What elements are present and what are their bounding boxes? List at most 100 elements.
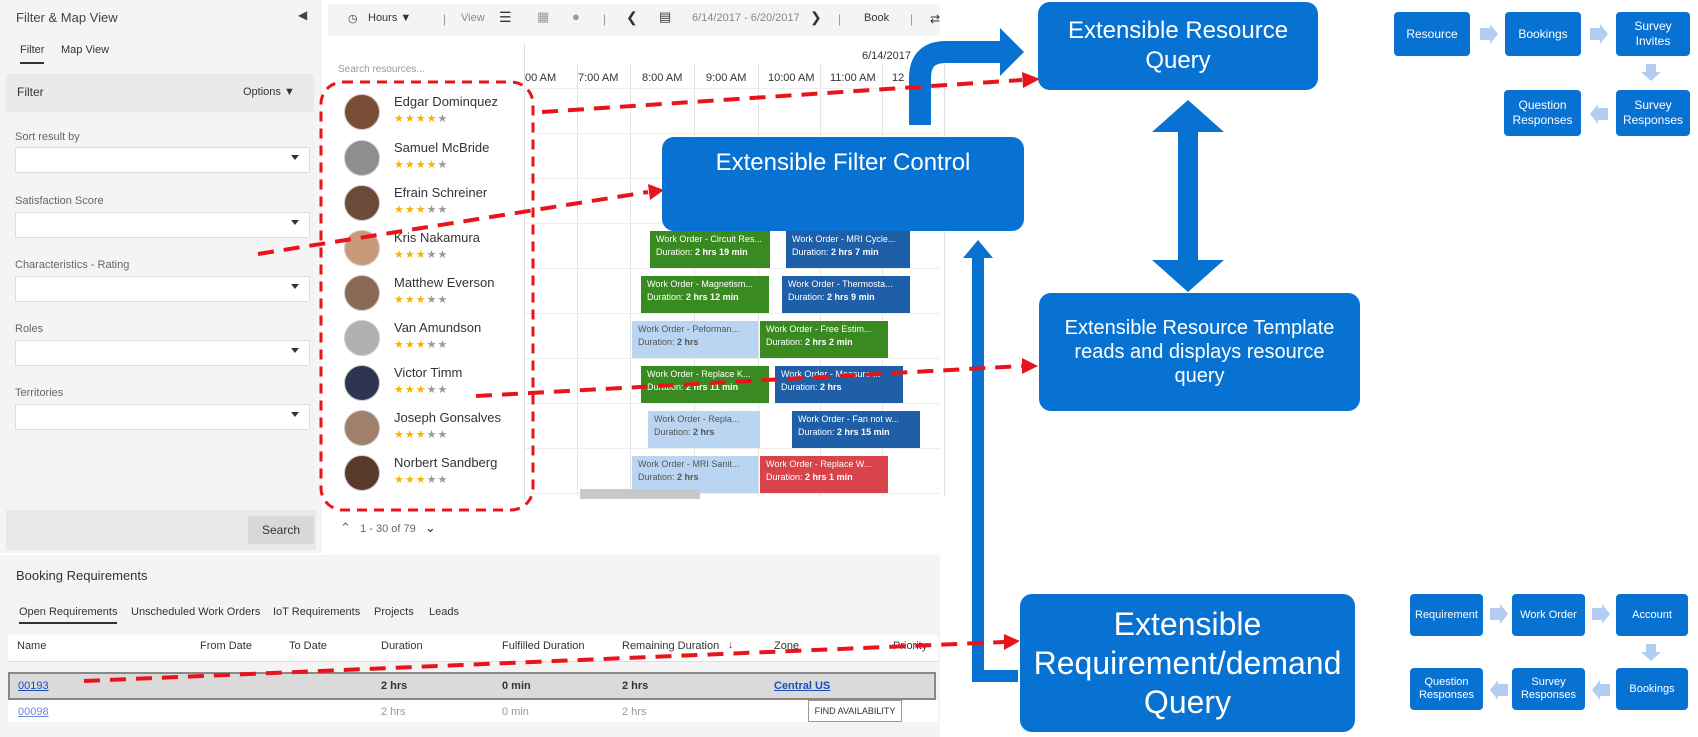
chevron-up-icon[interactable]: ⌃ bbox=[340, 520, 351, 535]
resource-search-input[interactable]: Search resources... bbox=[338, 64, 425, 75]
sort-select[interactable] bbox=[15, 147, 310, 173]
column-header[interactable]: From Date bbox=[200, 640, 252, 652]
star-icon: ★ bbox=[437, 384, 449, 396]
resource-row[interactable]: Matthew Everson★★★★★ bbox=[340, 271, 522, 315]
column-header[interactable]: Fulfilled Duration bbox=[502, 640, 585, 652]
arrowhead-up bbox=[1152, 100, 1224, 132]
column-header[interactable]: Name bbox=[17, 640, 47, 652]
chevron-down-icon[interactable]: ⌄ bbox=[424, 520, 436, 535]
row-line bbox=[525, 403, 940, 404]
requirements-title: Booking Requirements bbox=[16, 568, 148, 583]
resource-row[interactable]: Efrain Schreiner★★★★★ bbox=[340, 181, 522, 225]
swap-icon[interactable]: ⇄ bbox=[930, 12, 941, 26]
toolbar-separator: | bbox=[910, 12, 914, 26]
resource-template-box: Extensible Resource Template reads and d… bbox=[1039, 293, 1360, 411]
star-icon: ★ bbox=[404, 384, 416, 396]
globe-icon[interactable]: ● bbox=[572, 9, 580, 24]
hours-dropdown[interactable]: Hours ▼ bbox=[368, 12, 412, 24]
booking-block[interactable]: Work Order - MRI Sanit...Duration: 2 hrs bbox=[632, 456, 758, 493]
duration-value: 2 hrs bbox=[820, 382, 842, 392]
tab-leads[interactable]: Leads bbox=[429, 606, 459, 618]
characteristics-select[interactable] bbox=[15, 276, 310, 302]
column-header[interactable]: Priority bbox=[893, 640, 928, 652]
requirement-name-link[interactable]: 00193 bbox=[18, 680, 49, 692]
star-icon: ★ bbox=[437, 113, 449, 125]
star-icon: ★ bbox=[404, 249, 416, 261]
booking-block[interactable]: Work Order - Measure ...Duration: 2 hrs bbox=[775, 366, 903, 403]
requirement-name-link[interactable]: 00098 bbox=[18, 706, 49, 718]
column-header[interactable]: Duration bbox=[381, 640, 423, 652]
duration-value: 2 hrs bbox=[677, 472, 699, 482]
table-row[interactable] bbox=[8, 700, 938, 722]
satisfaction-select[interactable] bbox=[15, 212, 310, 238]
book-button[interactable]: Book bbox=[864, 12, 890, 24]
resource-name: Edgar Dominquez bbox=[394, 94, 499, 109]
booking-block[interactable]: Work Order - Circuit Res...Duration: 2 h… bbox=[650, 231, 770, 268]
flow-arrows-bottom bbox=[1490, 604, 1661, 700]
list-view-icon[interactable]: ☰ bbox=[499, 9, 512, 25]
find-availability-button[interactable]: FIND AVAILABILITY bbox=[808, 700, 902, 722]
tab-unscheduled-work-orders[interactable]: Unscheduled Work Orders bbox=[131, 606, 261, 618]
booking-block[interactable]: Work Order - Repla...Duration: 2 hrs bbox=[648, 411, 760, 448]
duration-label: Duration: bbox=[798, 427, 835, 437]
booking-block[interactable]: Work Order - MRI Cycle...Duration: 2 hrs… bbox=[786, 231, 910, 268]
row-line bbox=[525, 493, 940, 494]
booking-title: Work Order - Thermosta... bbox=[788, 279, 893, 289]
resource-row[interactable]: Edgar Dominquez★★★★★ bbox=[340, 90, 522, 134]
chevron-right-icon[interactable]: ❯ bbox=[810, 9, 822, 25]
booking-block[interactable]: Work Order - Replace W...Duration: 2 hrs… bbox=[760, 456, 888, 493]
options-menu[interactable]: Options ▼ bbox=[243, 86, 295, 98]
calendar-icon[interactable]: ▤ bbox=[659, 9, 672, 24]
star-rating: ★★★★★ bbox=[394, 293, 448, 306]
search-button[interactable]: Search bbox=[248, 516, 314, 544]
column-header[interactable]: Remaining Duration bbox=[622, 640, 720, 652]
resource-row[interactable]: Norbert Sandberg★★★★★ bbox=[340, 451, 522, 495]
star-icon: ★ bbox=[394, 429, 405, 441]
collapse-icon[interactable]: ◀ bbox=[298, 8, 308, 22]
grid-view-icon[interactable]: ▦ bbox=[537, 9, 550, 24]
horizontal-scrollbar[interactable] bbox=[580, 489, 700, 499]
tab-projects[interactable]: Projects bbox=[374, 606, 414, 618]
filter-control-box: Extensible Filter Control bbox=[662, 137, 1024, 231]
column-header[interactable]: To Date bbox=[289, 640, 327, 652]
tab-iot-requirements[interactable]: IoT Requirements bbox=[273, 606, 361, 618]
booking-block[interactable]: Work Order - Fan not w...Duration: 2 hrs… bbox=[792, 411, 920, 448]
resource-row[interactable]: Van Amundson★★★★★ bbox=[340, 316, 522, 360]
territories-select[interactable] bbox=[15, 404, 310, 430]
resource-row[interactable]: Samuel McBride★★★★★ bbox=[340, 136, 522, 180]
zone-link[interactable]: Central US bbox=[774, 680, 831, 692]
sort-down-icon[interactable]: ↓ bbox=[728, 640, 733, 651]
tab-filter[interactable]: Filter bbox=[20, 44, 45, 64]
booking-block[interactable]: Work Order - Magnetism...Duration: 2 hrs… bbox=[641, 276, 769, 313]
flow-arrow-left bbox=[1592, 680, 1610, 700]
tab-open-requirements[interactable]: Open Requirements bbox=[19, 606, 118, 624]
options-label[interactable]: Options bbox=[243, 86, 281, 98]
chevron-left-icon[interactable]: ❮ bbox=[626, 9, 638, 25]
booking-duration: Duration: 2 hrs 19 min bbox=[656, 247, 764, 257]
booking-title: Work Order - MRI Sanit... bbox=[638, 459, 740, 469]
star-rating: ★★★★★ bbox=[394, 338, 448, 351]
booking-block[interactable]: Work Order - Thermosta...Duration: 2 hrs… bbox=[782, 276, 910, 313]
resource-row[interactable]: Victor Timm★★★★★ bbox=[340, 361, 522, 405]
tab-map-view[interactable]: Map View bbox=[61, 44, 110, 56]
booking-block[interactable]: Work Order - Free Estim...Duration: 2 hr… bbox=[760, 321, 888, 358]
hour-label: 10:00 AM bbox=[768, 72, 815, 84]
arrowhead-red bbox=[1022, 72, 1040, 88]
booking-duration: Duration: 2 hrs 1 min bbox=[766, 472, 882, 482]
resource-name: Norbert Sandberg bbox=[394, 455, 498, 470]
arrowhead-red bbox=[1004, 634, 1020, 650]
resource-name: Victor Timm bbox=[394, 365, 463, 380]
duration-value: 2 hrs 19 min bbox=[695, 247, 748, 257]
star-icon: ★ bbox=[426, 339, 438, 351]
grid-line bbox=[630, 64, 631, 496]
duration-value: 2 hrs 1 min bbox=[805, 472, 853, 482]
hours-label[interactable]: Hours bbox=[368, 12, 398, 24]
resource-row[interactable]: Joseph Gonsalves★★★★★ bbox=[340, 406, 522, 450]
star-icon: ★ bbox=[426, 384, 438, 396]
grid-line bbox=[944, 64, 945, 496]
roles-select[interactable] bbox=[15, 340, 310, 366]
booking-duration: Duration: 2 hrs bbox=[638, 337, 752, 347]
booking-block[interactable]: Work Order - Peforman...Duration: 2 hrs bbox=[632, 321, 758, 358]
row-line bbox=[525, 313, 940, 314]
duration-label: Duration: bbox=[654, 427, 691, 437]
